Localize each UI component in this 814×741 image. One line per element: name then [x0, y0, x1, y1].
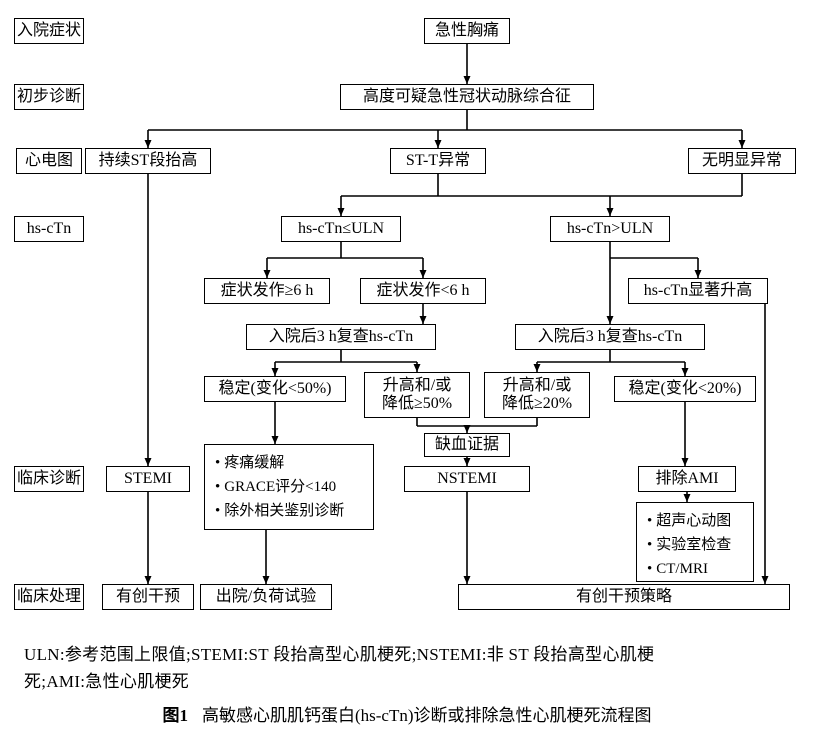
node-rise-fall-ge-50-line1: 升高和/或	[382, 376, 452, 394]
edge-retest-right-split	[537, 350, 685, 363]
node-rise-fall-ge-20-line1: 升高和/或	[502, 376, 572, 394]
row-label-clinical-dx: 临床诊断	[14, 466, 84, 492]
figure-caption-text: 高敏感心肌肌钙蛋白(hs-cTn)诊断或排除急性心肌梗死流程图	[201, 706, 652, 725]
connector-lines	[144, 44, 769, 584]
node-hs-ctn-gt-uln: hs-cTn>ULN	[550, 216, 670, 242]
edge-change-merge	[416, 418, 538, 427]
node-rise-fall-ge-20-line2: 降低≥20%	[501, 395, 573, 412]
node-stable-lt-50: 稳定(变化<50%)	[204, 376, 346, 402]
abbreviation-note-line1: ULN:参考范围上限值;STEMI:ST 段抬高型心肌梗死;NSTEMI:非 S…	[24, 645, 655, 664]
abbreviation-note-line2: 死;AMI:急性心肌梗死	[24, 672, 190, 691]
row-label-hs-ctn: hs-cTn	[14, 216, 84, 242]
edge-ecg-to-hsctn-split	[341, 174, 743, 197]
node-rise-fall-ge-50-line2: 降低≥50%	[381, 395, 453, 412]
node-invasive-intervention: 有创干预	[102, 584, 194, 610]
criteria-item: 实验室检查	[647, 533, 747, 557]
node-invasive-strategy: 有创干预策略	[458, 584, 790, 610]
node-stemi: STEMI	[106, 466, 190, 492]
node-suspected-acs: 高度可疑急性冠状动脉综合征	[340, 84, 594, 110]
edge-leuln-split	[267, 242, 423, 259]
criteria-workup-box: 超声心动图 实验室检查 CT/MRI	[636, 502, 754, 582]
node-persistent-st-elevation: 持续ST段抬高	[85, 148, 211, 174]
node-rise-fall-ge-20: 升高和/或 降低≥20%	[484, 372, 590, 418]
row-label-initial-dx: 初步诊断	[14, 84, 84, 110]
node-nstemi: NSTEMI	[404, 466, 530, 492]
criteria-discharge-box: 疼痛缓解 GRACE评分<140 除外相关鉴别诊断	[204, 444, 374, 530]
node-discharge-stress-test: 出院/负荷试验	[200, 584, 332, 610]
node-st-t-abnormal: ST-T异常	[390, 148, 486, 174]
figure-caption-label: 图1	[162, 706, 188, 725]
edge-retest-left-split	[275, 350, 417, 363]
node-no-obvious-abnormal: 无明显异常	[688, 148, 796, 174]
node-onset-ge-6h: 症状发作≥6 h	[204, 278, 330, 304]
edge-acs-split	[148, 110, 742, 131]
row-label-clinical-mgmt: 临床处理	[14, 584, 84, 610]
edge-gtuln-split	[609, 242, 698, 259]
row-label-admission: 入院症状	[14, 18, 84, 44]
node-stable-lt-20: 稳定(变化<20%)	[614, 376, 756, 402]
node-retest-3h-right: 入院后3 h复查hs-cTn	[515, 324, 705, 350]
node-onset-lt-6h: 症状发作<6 h	[360, 278, 486, 304]
criteria-item: 除外相关鉴别诊断	[215, 499, 367, 523]
criteria-item: 疼痛缓解	[215, 451, 367, 475]
node-ischemia-evidence: 缺血证据	[424, 433, 510, 457]
node-chest-pain: 急性胸痛	[424, 18, 510, 44]
criteria-item: GRACE评分<140	[215, 475, 367, 499]
node-rise-fall-ge-50: 升高和/或 降低≥50%	[364, 372, 470, 418]
criteria-item: CT/MRI	[647, 557, 747, 581]
node-hs-ctn-marked-rise: hs-cTn显著升高	[628, 278, 768, 304]
figure-caption: 图1 高敏感心肌肌钙蛋白(hs-cTn)诊断或排除急性心肌梗死流程图	[0, 701, 814, 726]
node-exclude-ami: 排除AMI	[638, 466, 736, 492]
node-hs-ctn-le-uln: hs-cTn≤ULN	[281, 216, 401, 242]
row-label-ecg: 心电图	[16, 148, 82, 174]
node-retest-3h-left: 入院后3 h复查hs-cTn	[246, 324, 436, 350]
criteria-item: 超声心动图	[647, 509, 747, 533]
